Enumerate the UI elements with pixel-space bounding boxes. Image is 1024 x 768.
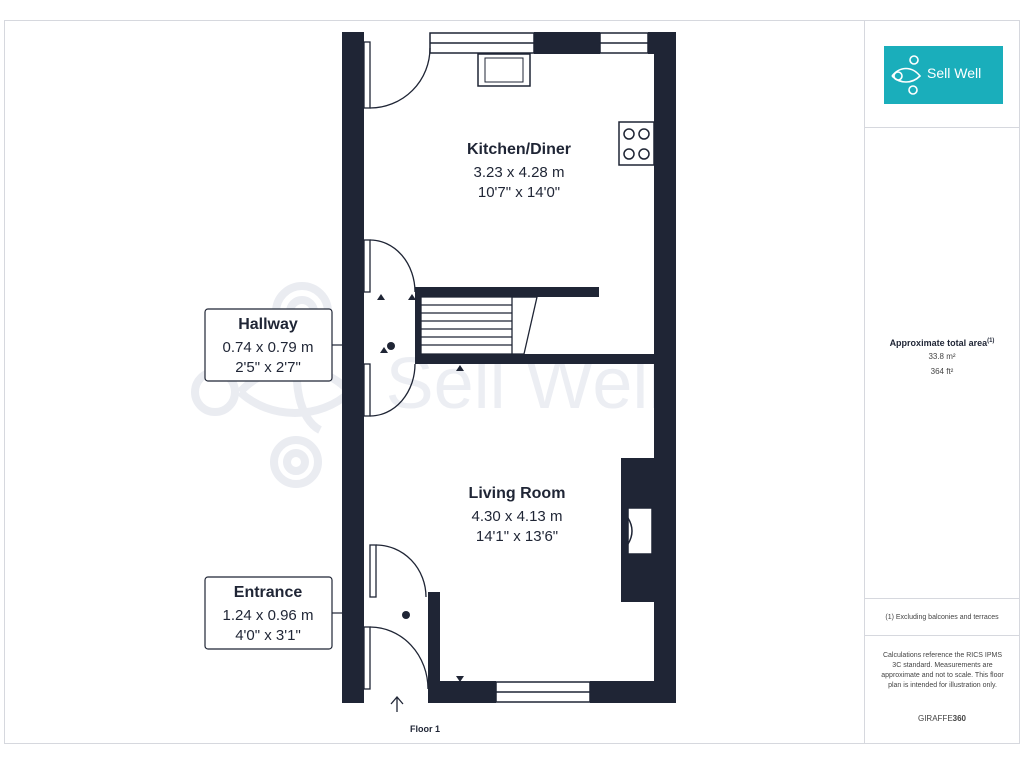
brand-suffix: 360 xyxy=(952,714,967,723)
floor-plan: Sell Well xyxy=(191,32,676,712)
brand-prefix: GIRAFFE xyxy=(917,714,953,723)
living-metric: 4.30 x 4.13 m xyxy=(472,508,563,525)
kitchen-name: Kitchen/Diner xyxy=(467,141,571,158)
walls xyxy=(342,32,676,703)
logo-text-a: Sell xyxy=(927,65,951,81)
panel-divider xyxy=(865,598,1019,599)
calc-note: Calculations reference the RICS IPMS 3C … xyxy=(881,652,1004,689)
hallway-metric: 0.74 x 0.79 m xyxy=(223,339,314,356)
floor-label: Floor 1 xyxy=(410,724,441,734)
area-title-text: Approximate total area xyxy=(889,338,988,348)
area-imperial: 364 ft² xyxy=(930,367,954,376)
entrance-name: Entrance xyxy=(234,584,303,601)
fireplace-arc xyxy=(627,517,633,545)
entrance-callout: Entrance 1.24 x 0.96 m 4'0" x 3'1" xyxy=(204,576,342,650)
hallway-name: Hallway xyxy=(238,316,298,333)
sink-basin xyxy=(484,57,524,83)
logo: Sell Well xyxy=(884,46,1003,104)
area-footnote-marker: (1) xyxy=(987,338,995,344)
hob xyxy=(618,121,655,166)
hallway-callout: Hallway 0.74 x 0.79 m 2'5" x 2'7" xyxy=(204,308,342,382)
brand: GIRAFFE360 xyxy=(865,713,1019,724)
area-metric: 33.8 m² xyxy=(928,352,956,361)
stairs xyxy=(420,296,538,355)
sink xyxy=(477,53,531,87)
panel-divider xyxy=(865,127,1019,128)
entrance-arrow-icon xyxy=(390,696,404,712)
panel-divider xyxy=(865,635,1019,636)
area-title: Approximate total area(1) xyxy=(865,336,1019,349)
logo-mark-icon xyxy=(891,55,922,95)
living-imperial: 14'1" x 13'6" xyxy=(476,528,558,545)
windows xyxy=(429,32,649,703)
entrance-metric: 1.24 x 0.96 m xyxy=(223,607,314,624)
logo-text-b: Well xyxy=(954,65,982,81)
plan-area xyxy=(4,20,865,744)
side-panel: Sell Well Approximate total area(1) 33.8… xyxy=(865,20,1020,744)
kitchen-metric: 3.23 x 4.28 m xyxy=(474,164,565,181)
entrance-imperial: 4'0" x 3'1" xyxy=(235,627,301,644)
hallway-imperial: 2'5" x 2'7" xyxy=(235,359,301,376)
living-name: Living Room xyxy=(469,485,566,502)
markers xyxy=(377,294,464,682)
logo-text: Sell Well xyxy=(927,65,981,81)
doors xyxy=(363,41,431,690)
kitchen-imperial: 10'7" x 14'0" xyxy=(478,184,560,201)
footnote: (1) Excluding balconies and terraces xyxy=(885,614,999,621)
